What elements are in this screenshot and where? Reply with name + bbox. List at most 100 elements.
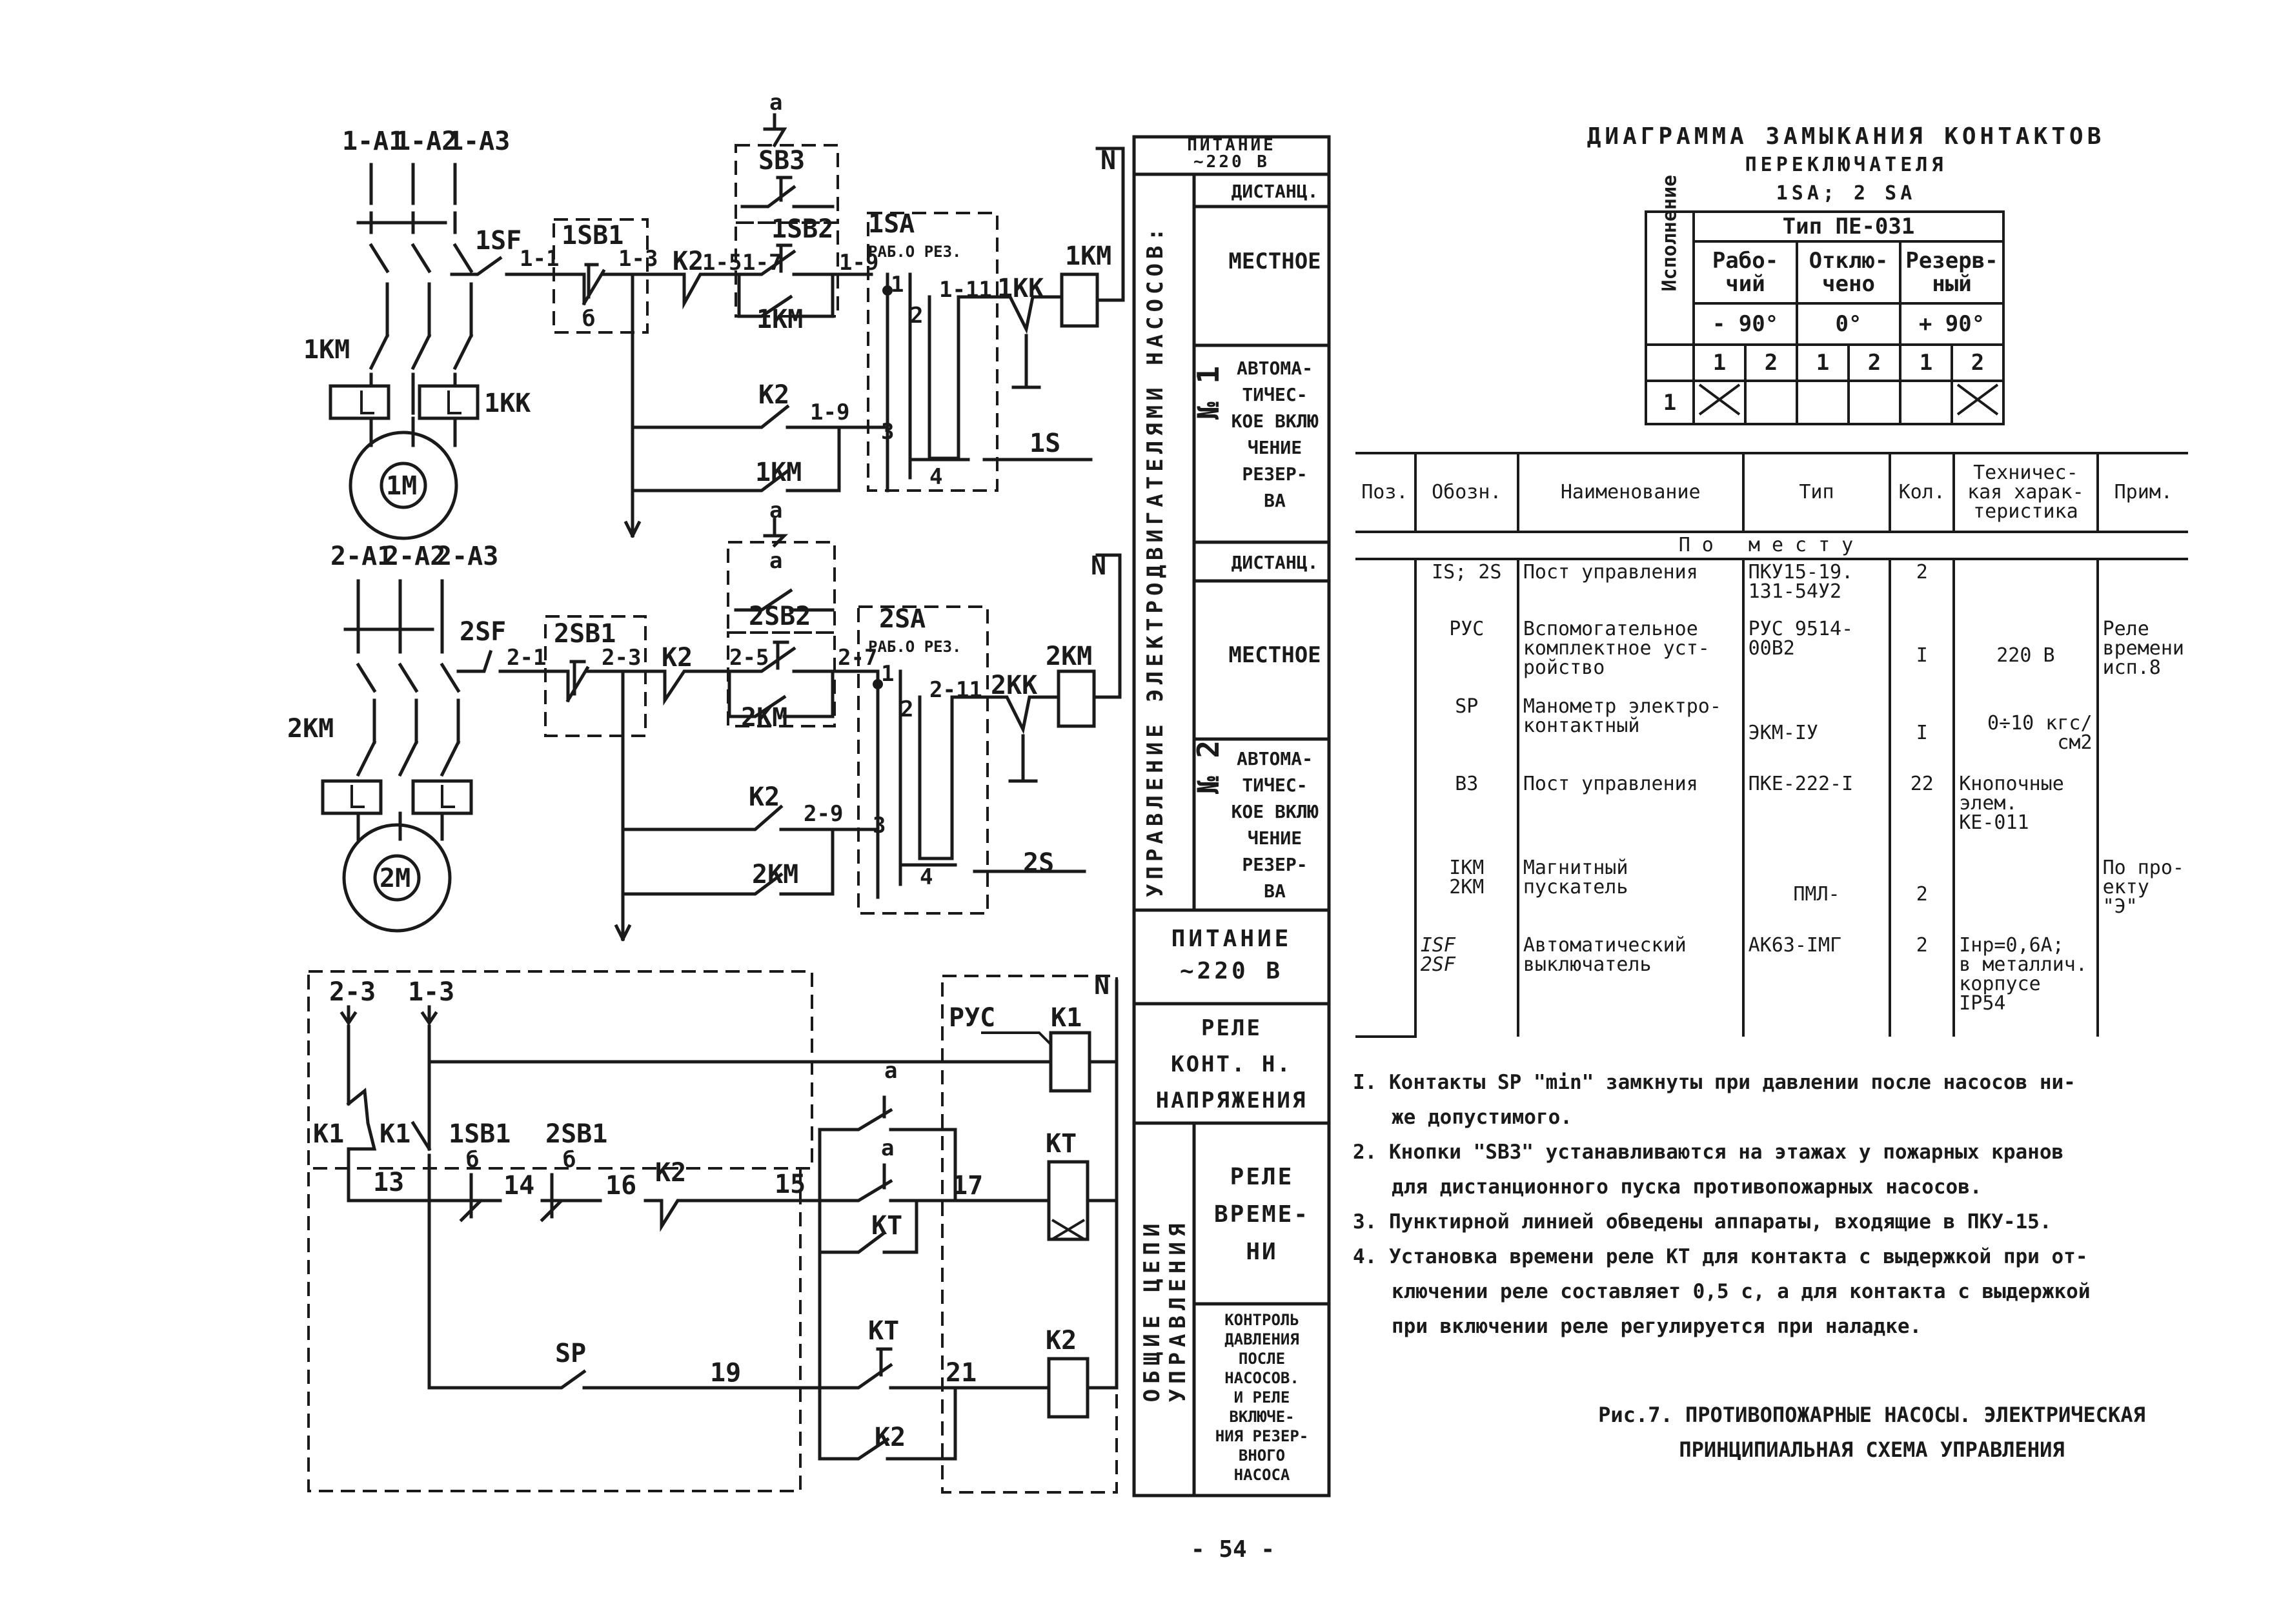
thermal-relay-label: 2KK	[991, 671, 1037, 700]
contact-label: б	[466, 1147, 479, 1173]
contactor-coil-label: 2KM	[1046, 642, 1092, 671]
closed-contact-mark	[1692, 380, 1747, 425]
auto-mode-1: АВТОМА- ТИЧЕС- КОЕ ВКЛЮ ЧЕНИЕ РЕЗЕР- ВА	[1231, 358, 1319, 511]
input-node-label: 2-3	[329, 977, 376, 1007]
relay-label: K2	[749, 782, 780, 812]
rus-label: РУС	[949, 1003, 995, 1033]
figure-caption: Рис.7. ПРОТИВОПОЖАРНЫЕ НАСОСЫ. ЭЛЕКТРИЧЕ…	[1562, 1397, 2182, 1467]
angle: - 90°	[1692, 302, 1798, 346]
spec-cell	[2096, 695, 2188, 772]
thermal-relay-label: 1KK	[997, 274, 1044, 303]
contactor-label: 2KM	[741, 703, 787, 733]
contact-number: 2	[1847, 343, 1901, 382]
start-button-label: 1SB2	[771, 214, 833, 244]
notes: I. Контакты SP "min" замкнуты при давлен…	[1353, 1065, 2185, 1344]
contact-number: 2	[1951, 343, 2005, 382]
note: 3. Пунктирной линией обведены аппараты, …	[1353, 1210, 2052, 1233]
switch-label: 2SA	[879, 604, 926, 634]
input-node-label: 1-3	[408, 977, 454, 1007]
spec-cell: Автоматический выключатель	[1516, 933, 1743, 1037]
switch-position: 4	[920, 864, 933, 890]
note: 4. Установка времени реле КТ для контакт…	[1353, 1245, 2091, 1338]
spec-cell: I	[1889, 695, 1954, 772]
button-label: 2SB1	[545, 1119, 607, 1149]
relay-k2-label: K2	[655, 1158, 686, 1188]
spec-cell: РУС	[1414, 617, 1518, 695]
spec-header: Обозн.	[1414, 452, 1518, 533]
type-label: Тип ПЕ-031	[1692, 210, 2005, 243]
spec-cell: ПМЛ-	[1741, 856, 1891, 933]
motor1-power-circuit: 1-A1 1-A2 1-A3 1KM 1KK 1M	[303, 127, 531, 540]
motor-label: 2M	[380, 864, 411, 893]
table-row: РУС Вспомогательное комплектное уст- рой…	[1355, 617, 2188, 695]
closed-contact-mark	[1951, 380, 2005, 425]
relay-k2-label: K2	[875, 1423, 906, 1452]
contact-label: a	[769, 498, 782, 523]
spec-cell	[1952, 856, 2098, 933]
thermal-relay-label: 1KK	[484, 389, 531, 418]
relay-k1-label: K1	[313, 1119, 344, 1149]
table-row: ISF 2SF Автоматический выключатель АК63-…	[1355, 933, 2188, 1038]
phase-label: 2-A1	[330, 542, 392, 571]
contact-label: б	[563, 1147, 576, 1173]
node-label: 2-3	[602, 645, 641, 671]
spec-cell: ISF 2SF	[1414, 933, 1518, 1037]
contact-number: 1	[1796, 343, 1850, 382]
phase-label: 2-A3	[436, 542, 498, 571]
row-label: 1	[1645, 380, 1695, 425]
title-line: ПЕРЕКЛЮЧАТЕЛЯ	[1745, 154, 1947, 176]
node-label: 1-9	[810, 400, 849, 425]
power-header: ПИТАНИЕ ~220 В	[1187, 136, 1276, 172]
spec-cell	[1355, 695, 1415, 772]
sp-label: SP	[555, 1339, 586, 1368]
title-line: 1SA; 2 SA	[1776, 182, 1916, 205]
spec-cell	[1355, 856, 1415, 933]
node-label: 14	[503, 1171, 534, 1201]
local-mode-1: МЕСТНОЕ	[1228, 249, 1321, 274]
motor1-control-circuit: 1SF 1-1 1SB1 б 1-3 K2 1-5 a SB3 1SB2 1-7…	[450, 90, 1125, 538]
switch-positions-label: РАБ.О РЕЗ.	[868, 638, 962, 656]
level-switch-label: 2S	[1023, 848, 1054, 878]
spec-cell: Пост управления	[1516, 559, 1743, 617]
spec-cell: В3	[1414, 772, 1518, 856]
remote-mode-2: ДИСТАНЦ.	[1231, 552, 1319, 573]
relay-label: K2	[673, 247, 704, 276]
spec-cell: Пост управления	[1516, 772, 1743, 856]
spec-cell: IS; 2S	[1414, 559, 1518, 617]
spec-section: По месту	[1355, 532, 2188, 560]
node-label: 21	[946, 1358, 977, 1388]
relay-kt-label: KT	[871, 1211, 902, 1241]
remote-button-label: SB3	[758, 146, 805, 176]
spec-cell: Реле времени исп.8	[2096, 617, 2188, 695]
relay-kt-label: KT	[1046, 1129, 1077, 1159]
contactor-coil-label: 1KM	[1065, 241, 1111, 271]
button-label: 1SB1	[449, 1119, 511, 1149]
spec-cell: 2	[1889, 933, 1954, 1037]
contact-diagram-table: Исполнение Тип ПЕ-031 Рабо- чий Отклю- ч…	[1645, 174, 2005, 425]
spec-cell: Кнопочные элем. КЕ-011	[1952, 772, 2098, 856]
spec-cell: РУС 9514- 00В2	[1741, 617, 1891, 695]
cross-icon	[1956, 383, 1999, 416]
neutral-label: N	[1094, 971, 1110, 1000]
spec-cell: АК63-IМГ	[1741, 933, 1891, 1037]
pressure-control-label: КОНТРОЛЬ ДАВЛЕНИЯ ПОСЛЕ НАСОСОВ. И РЕЛЕ …	[1215, 1311, 1309, 1484]
level-switch-label: 1S	[1029, 429, 1060, 458]
contact-number: 1	[1692, 343, 1747, 382]
spec-cell: 2	[1889, 559, 1954, 617]
contact-label: a	[769, 548, 782, 574]
breaker-label: 1SF	[475, 226, 522, 256]
auto-mode-2: АВТОМА- ТИЧЕС- КОЕ ВКЛЮ ЧЕНИЕ РЕЗЕР- ВА	[1231, 748, 1319, 902]
contact-label: a	[884, 1058, 897, 1084]
note: 2. Кнопки "SB3" устанавливаются на этажа…	[1353, 1141, 2064, 1199]
relay-k1-label: K1	[380, 1119, 411, 1149]
contactor-label: 2KM	[752, 860, 798, 889]
contact-label: a	[769, 90, 782, 116]
vertical-title: УПРАВЛЕНИЕ ЭЛЕКТРОДВИГАТЕЛЯМИ НАСОСОВ:	[1142, 223, 1168, 897]
spec-cell: Iнр=0,6А; в металлич. корпусе IP54	[1952, 933, 2098, 1037]
spec-cell: Магнитный пускатель	[1516, 856, 1743, 933]
common-control-circuit: 2-3 1-3 РУС K1 N K1 K1 13 1SB1 б 14 2SB1…	[307, 970, 1119, 1494]
spec-cell: Вспомогательное комплектное уст- ройство	[1516, 617, 1743, 695]
spec-cell: 220 В	[1952, 617, 2098, 695]
motor-label: 1M	[386, 471, 417, 501]
